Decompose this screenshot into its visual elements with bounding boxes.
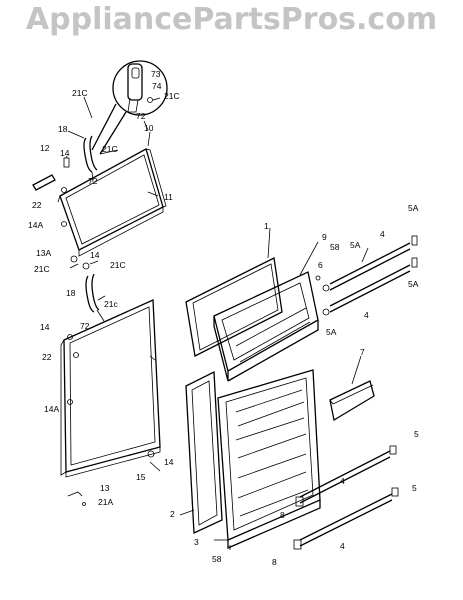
fresh-food-door-liner [217, 369, 321, 549]
label-14: 14 [90, 250, 100, 260]
label-22: 22 [32, 200, 42, 210]
label-13: 13 [100, 483, 110, 493]
label-8: 8 [272, 557, 277, 567]
label-73: 73 [151, 69, 161, 79]
label-13a: 13A [36, 248, 51, 258]
site-watermark: AppliancePartsPros.com [25, 2, 438, 37]
label-14: 14 [164, 457, 174, 467]
label-5: 5 [412, 483, 417, 493]
small-gasket-piece [32, 174, 56, 191]
label-18: 18 [58, 124, 68, 134]
label-14a: 14A [44, 404, 59, 414]
freezer-door-panel [57, 148, 167, 257]
fresh-food-door-gasket [185, 370, 223, 534]
label-5a: 5A [408, 279, 419, 289]
part-number-labels: 73 74 21C 21C 72 10 18 12 14 21C 72 22 1… [28, 69, 419, 567]
leader-lines [65, 96, 369, 550]
label-15: 15 [136, 472, 146, 482]
lower-door-handle [85, 273, 100, 313]
freezer-door-gasket [185, 257, 283, 357]
label-9: 9 [322, 232, 327, 242]
label-14: 14 [40, 322, 50, 332]
label-72: 72 [80, 321, 90, 331]
label-1: 1 [264, 221, 269, 231]
label-12: 12 [40, 143, 50, 153]
label-14a: 14A [28, 220, 43, 230]
label-72: 72 [88, 176, 98, 186]
label-8: 8 [280, 510, 285, 520]
upper-shelf-rails [315, 235, 418, 316]
label-18: 18 [66, 288, 76, 298]
lower-hardware [67, 334, 155, 506]
label-3: 3 [194, 537, 199, 547]
upper-door-handle [83, 135, 98, 173]
door-shelf-bin [329, 380, 375, 422]
label-10: 10 [144, 123, 154, 133]
label-22: 22 [42, 352, 52, 362]
label-4: 4 [340, 476, 345, 486]
fresh-food-door-panel [60, 299, 161, 478]
label-4: 4 [340, 541, 345, 551]
label-72: 72 [136, 111, 146, 121]
label-4: 4 [380, 229, 385, 239]
label-5a: 5A [326, 327, 337, 337]
lower-shelf-rails [293, 445, 399, 550]
label-21c: 21C [110, 260, 126, 270]
label-21c: 21C [72, 88, 88, 98]
label-4: 4 [364, 310, 369, 320]
label-21c: 21C [164, 91, 180, 101]
label-7: 7 [360, 347, 365, 357]
label-5a: 5A [408, 203, 419, 213]
label-14: 14 [60, 148, 70, 158]
upper-hardware [61, 157, 90, 270]
label-5: 5 [414, 429, 419, 439]
hinge-detail-inset [91, 60, 168, 155]
label-21c: 21c [104, 299, 118, 309]
label-11: 11 [164, 192, 173, 202]
label-6: 6 [318, 260, 323, 270]
label-21a: 21A [98, 497, 113, 507]
freezer-door-liner [213, 271, 319, 382]
label-21c: 21C [102, 144, 118, 154]
label-58: 58 [212, 554, 222, 564]
label-74: 74 [152, 81, 162, 91]
label-58: 58 [330, 242, 340, 252]
label-21c: 21C [34, 264, 50, 274]
label-2: 2 [170, 509, 175, 519]
label-5a: 5A [350, 240, 361, 250]
